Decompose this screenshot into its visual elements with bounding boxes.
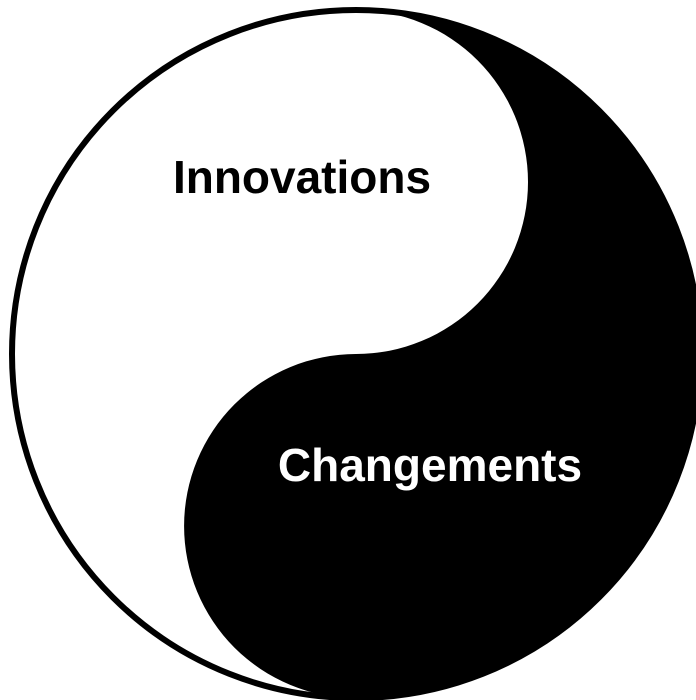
dark-half bbox=[184, 10, 696, 698]
outer-outline bbox=[9, 7, 696, 700]
bottom-label: Changements bbox=[278, 439, 582, 491]
top-label: Innovations bbox=[173, 151, 431, 203]
